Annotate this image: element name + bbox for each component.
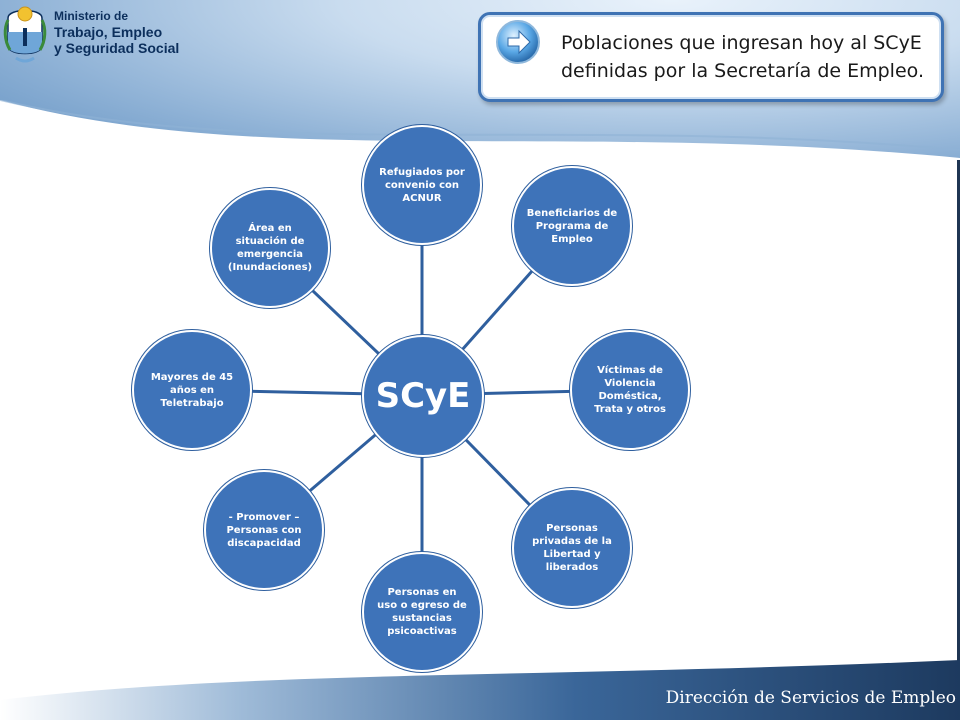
arrow-right-circle-icon (496, 20, 540, 64)
node-victimas: Víctimas de Violencia Doméstica, Trata y… (570, 330, 690, 450)
ministry-line-2: Trabajo, Empleo (54, 24, 163, 40)
slide-title: Poblaciones que ingresan hoy al SCyE def… (561, 29, 941, 85)
node-label: Mayores de 45 años en Teletrabajo (150, 371, 234, 409)
node-personas-privadas: Personas privadas de la Libertad y liber… (512, 488, 632, 608)
ministry-line-1: Ministerio de (54, 9, 129, 23)
node-label: Área en situación de emergencia (Inundac… (227, 223, 313, 273)
title-line-1: Poblaciones que ingresan hoy al SCyE (561, 32, 922, 54)
node-label: Refugiados por convenio con ACNUR (379, 166, 465, 204)
node-label: - Promover – Personas con discapacidad (226, 511, 302, 549)
node-discapacidad: - Promover – Personas con discapacidad (204, 470, 324, 590)
title-box: Poblaciones que ingresan hoy al SCyE def… (478, 12, 944, 102)
coat-of-arms-icon (3, 6, 47, 63)
footer-text: Dirección de Servicios de Empleo (665, 688, 956, 708)
right-edge-bar (957, 160, 960, 720)
node-label: Beneficiarios de Programa de Empleo (526, 207, 618, 245)
node-mayores-45: Mayores de 45 años en Teletrabajo (132, 330, 252, 450)
ministry-line-3: y Seguridad Social (54, 40, 180, 56)
node-sustancias: Personas en uso o egreso de sustancias p… (362, 552, 482, 672)
footer-banner (0, 660, 960, 720)
node-beneficiarios: Beneficiarios de Programa de Empleo (512, 166, 632, 286)
node-emergencia: Área en situación de emergencia (Inundac… (210, 188, 330, 308)
node-refugiados: Refugiados por convenio con ACNUR (362, 125, 482, 245)
node-label: Víctimas de Violencia Doméstica, Trata y… (594, 365, 666, 415)
ministry-logo: Ministerio de Trabajo, Empleo y Segurida… (2, 2, 179, 68)
ministry-name: Ministerio de Trabajo, Empleo y Segurida… (54, 8, 179, 56)
hub-node: SCyE (362, 335, 484, 457)
node-label: Personas en uso o egreso de sustancias p… (377, 587, 467, 637)
hub-label: SCyE (375, 376, 471, 416)
node-label: Personas privadas de la Libertad y liber… (532, 523, 612, 573)
title-line-2: definidas por la Secretaría de Empleo. (561, 60, 924, 82)
